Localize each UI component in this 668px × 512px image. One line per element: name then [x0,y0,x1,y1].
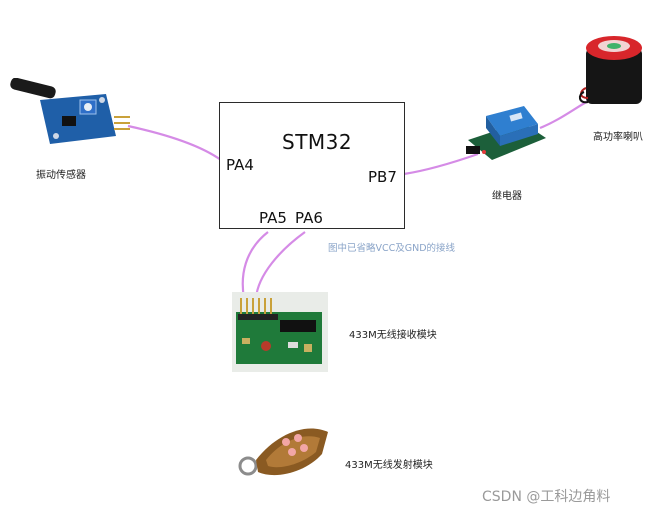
vibration-sensor-label: 振动传感器 [36,170,86,181]
wire-pa6-receiver [254,231,306,299]
stm32-box [219,102,405,229]
vibration-sensor-image [10,78,130,144]
speaker-image [578,36,642,104]
speaker-label: 高功率喇叭 [593,132,643,143]
relay-image [466,106,546,160]
pin-pb7: PB7 [368,168,397,186]
receiver-module-label: 433M无线接收模块 [349,330,437,341]
relay-label: 继电器 [492,191,522,202]
receiver-module-image [232,292,328,372]
pin-pa4: PA4 [226,156,254,174]
watermark: CSDN @工科边角料 [482,489,611,505]
pin-pa5: PA5 [259,209,287,227]
wire-pa5-receiver [241,231,269,299]
transmitter-label: 433M无线发射模块 [345,460,433,471]
stm32-title: STM32 [282,130,353,154]
wiring-note: 图中已省略VCC及GND的接线 [328,243,456,254]
pin-pa6: PA6 [295,209,323,227]
transmitter-fob-image [238,428,328,476]
wire-sensor-pa4 [127,124,222,161]
